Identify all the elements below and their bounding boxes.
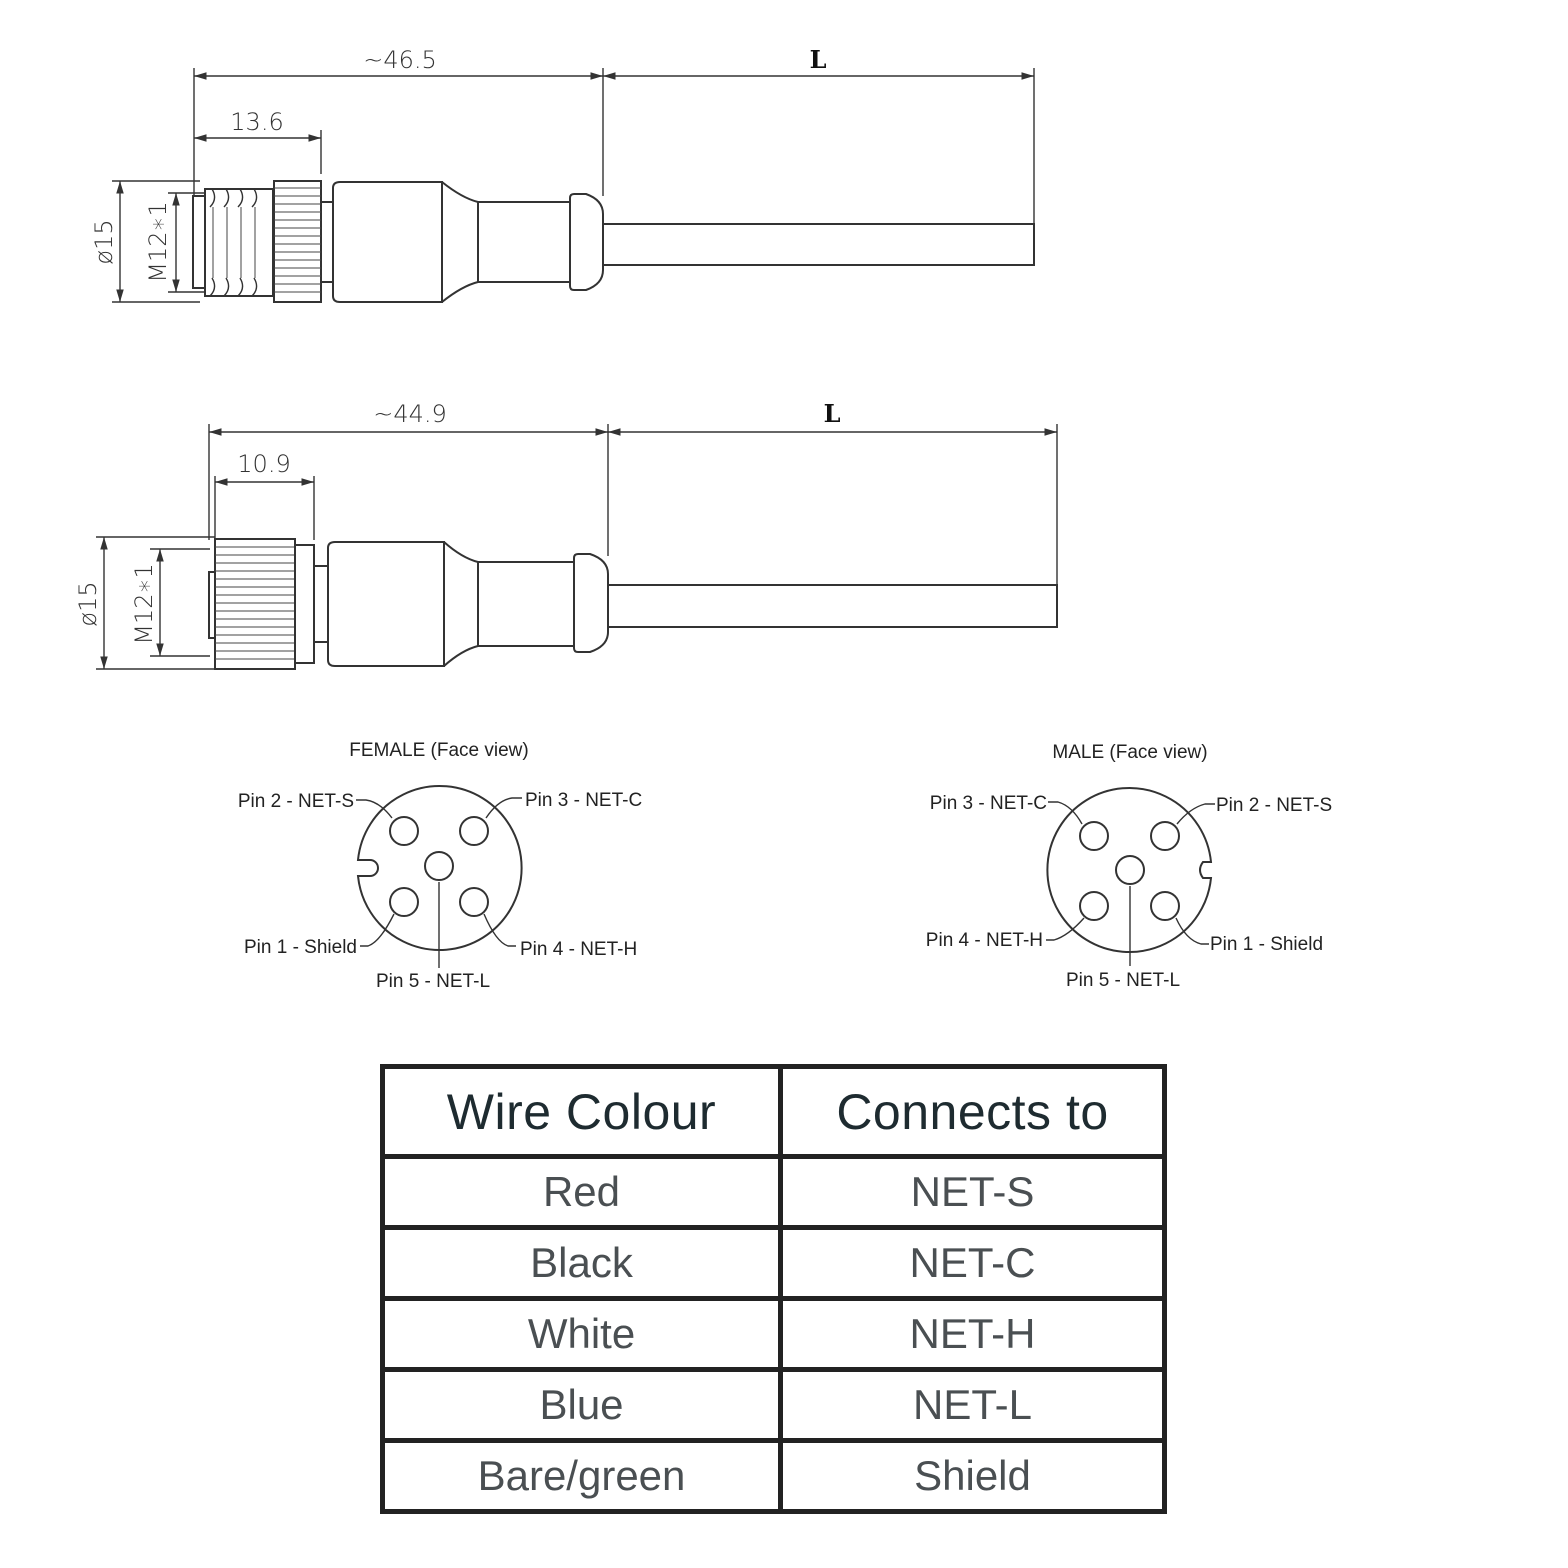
female-face-outline [356,785,523,951]
female-pin-5 [424,851,454,881]
male-pin-1 [1150,891,1180,921]
wire-colour-table: Wire Colour Connects to Red NET-S Black … [380,1064,1167,1514]
male-pin-2 [1150,821,1180,851]
male-pin3-label: Pin 3 - NET-C [930,793,1047,814]
connects-to-cell: NET-C [778,1225,1167,1301]
female-connector-drawing: ~44.9 L 10.9 ø15 M12∗1 [74,399,1058,670]
male-face-title: MALE (Face view) [1052,742,1207,763]
female-face-view: FEMALE (Face view) Pin 2 - NET-S Pin 3 -… [238,740,642,992]
connects-to-cell: Shield [778,1438,1167,1514]
male-face-view: MALE (Face view) Pin 3 - NET-C Pin 2 - N… [926,742,1332,991]
wire-colour-cell: Red [380,1154,783,1230]
male-pin4-label: Pin 4 - NET-H [926,930,1043,951]
female-thread-size: M12∗1 [130,563,158,645]
male-cable-length: L [810,45,827,74]
male-diameter: ø15 [90,219,118,264]
female-pin-3 [459,816,489,846]
wire-colour-cell: White [380,1296,783,1372]
header-connects-to: Connects to [778,1064,1167,1159]
wire-colour-cell: Bare/green [380,1438,783,1514]
male-connector-drawing: ~46.5 L 13.6 ø15 M12∗1 [90,45,1035,303]
female-pin3-label: Pin 3 - NET-C [525,790,642,811]
connects-to-cell: NET-H [778,1296,1167,1372]
male-pin2-label: Pin 2 - NET-S [1216,795,1332,816]
table-row: Blue NET-L [380,1367,1167,1443]
wire-colour-cell: Blue [380,1367,783,1443]
male-pin5-label: Pin 5 - NET-L [1066,970,1180,991]
female-pin2-label: Pin 2 - NET-S [238,791,354,812]
connects-to-cell: NET-S [778,1154,1167,1230]
female-pin5-label: Pin 5 - NET-L [376,971,490,992]
male-pin1-label: Pin 1 - Shield [1210,934,1323,955]
male-pin-5 [1115,855,1145,885]
female-pin4-label: Pin 4 - NET-H [520,939,637,960]
male-thread-size: M12∗1 [144,201,172,283]
female-cable [607,584,1058,628]
male-thread-length: 13.6 [230,108,283,136]
female-pin-2 [389,816,419,846]
female-pin-1 [389,887,419,917]
table-row: Red NET-S [380,1154,1167,1230]
female-pin1-label: Pin 1 - Shield [244,937,357,958]
male-overall-length: ~46.5 [363,46,437,74]
male-cable [602,223,1035,266]
female-cable-length: L [824,399,841,428]
female-nut-length: 10.9 [237,450,290,478]
female-overall-length: ~44.9 [373,400,447,428]
wire-colour-cell: Black [380,1225,783,1301]
table-row: White NET-H [380,1296,1167,1372]
table-header-row: Wire Colour Connects to [380,1064,1167,1159]
male-pin-4 [1079,891,1109,921]
table-row: Black NET-C [380,1225,1167,1301]
header-wire-colour: Wire Colour [380,1064,783,1159]
female-face-title: FEMALE (Face view) [349,740,528,761]
female-diameter: ø15 [74,581,102,626]
male-face-outline [1046,787,1213,953]
connects-to-cell: NET-L [778,1367,1167,1443]
male-pin-3 [1079,821,1109,851]
table-row: Bare/green Shield [380,1438,1167,1514]
female-pin-4 [459,887,489,917]
